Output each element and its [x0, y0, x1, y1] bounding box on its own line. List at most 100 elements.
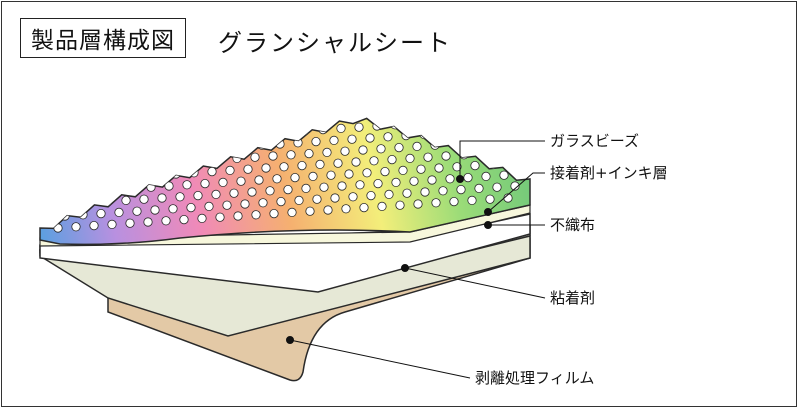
glass-bead — [114, 207, 124, 217]
glass-bead — [272, 174, 282, 184]
glass-beads-dot — [456, 175, 464, 183]
glass-bead — [355, 180, 365, 190]
glass-bead — [441, 151, 451, 161]
release-film-dot — [286, 336, 294, 344]
glass-bead — [254, 175, 264, 185]
glass-bead — [434, 163, 444, 173]
glass-bead — [143, 217, 153, 227]
glass-bead — [258, 198, 268, 208]
glass-bead — [430, 140, 440, 150]
glass-bead — [305, 206, 315, 216]
glass-bead — [383, 132, 393, 142]
glass-bead — [161, 216, 171, 226]
glass-bead — [456, 185, 466, 195]
glass-bead — [171, 169, 181, 179]
glass-bead — [412, 141, 422, 151]
glass-bead — [527, 122, 530, 132]
glass-bead — [337, 181, 347, 191]
glass-bead — [348, 192, 358, 202]
glass-bead — [455, 127, 465, 137]
glass-bead — [233, 211, 243, 221]
glass-bead — [330, 193, 340, 203]
glass-bead — [117, 173, 127, 183]
glass-bead — [246, 129, 256, 139]
glass-beads-layer — [39, 117, 531, 246]
glass-bead — [535, 111, 543, 119]
glass-bead — [132, 206, 142, 216]
glass-bead — [146, 182, 156, 192]
glass-bead — [517, 169, 527, 179]
glass-bead — [149, 147, 159, 157]
glass-bead — [196, 156, 206, 166]
glass-bead — [167, 146, 177, 156]
glass-bead — [467, 195, 477, 205]
glass-bead — [279, 162, 289, 172]
glass-bead — [228, 131, 238, 141]
glass-bead — [473, 126, 483, 136]
glass-bead — [264, 128, 274, 138]
glass-bead — [290, 173, 300, 183]
label-nonwoven: 不織布 — [550, 216, 595, 234]
glass-bead — [186, 203, 196, 213]
glass-bead — [470, 161, 480, 171]
glass-bead — [124, 161, 134, 171]
glass-bead — [193, 191, 203, 201]
glass-bead — [157, 193, 167, 203]
glass-bead — [409, 176, 419, 186]
glass-bead — [300, 126, 310, 136]
glass-bead — [179, 215, 189, 225]
glass-bead — [81, 175, 91, 185]
glass-bead — [362, 168, 372, 178]
glass-bead — [88, 163, 98, 173]
glass-bead — [95, 151, 105, 161]
glass-bead — [318, 125, 328, 135]
glass-bead — [449, 197, 459, 207]
glass-bead — [125, 218, 135, 228]
glass-bead — [532, 146, 540, 154]
glass-bead — [380, 167, 390, 177]
glass-bead — [376, 144, 386, 154]
glass-bead — [431, 198, 441, 208]
glass-bead — [301, 183, 311, 193]
glass-bead — [121, 195, 131, 205]
glass-bead — [211, 189, 221, 199]
glass-bead — [437, 128, 447, 138]
glass-bead — [329, 135, 339, 145]
label-release-film: 剥離処理フィルム — [475, 369, 594, 387]
glass-bead — [110, 185, 120, 195]
glass-bead — [200, 179, 210, 189]
glass-bead — [240, 199, 250, 209]
glass-bead — [426, 118, 436, 128]
glass-bead — [102, 139, 112, 149]
glass-bead — [221, 143, 231, 153]
glass-bead — [402, 188, 412, 198]
glass-bead — [282, 127, 292, 137]
glass-bead — [150, 205, 160, 215]
glass-bead — [398, 165, 408, 175]
glass-bead — [89, 221, 99, 231]
glass-bead — [366, 191, 376, 201]
glass-bead — [239, 141, 249, 151]
glass-bead — [268, 151, 278, 161]
glass-bead — [225, 165, 235, 175]
glass-bead — [462, 118, 472, 125]
glass-bead — [53, 223, 63, 233]
glass-bead — [427, 175, 437, 185]
glass-bead — [394, 143, 404, 153]
glass-bead — [405, 153, 415, 163]
glass-bead — [74, 187, 84, 197]
glass-bead — [294, 195, 304, 205]
glass-bead — [365, 133, 375, 143]
glass-bead — [480, 118, 490, 124]
nonwoven-dot — [484, 221, 492, 229]
glass-bead — [113, 150, 123, 160]
glass-bead — [229, 188, 239, 198]
glass-bead — [156, 135, 166, 145]
glass-bead — [218, 177, 228, 187]
glass-bead — [510, 181, 520, 191]
glass-bead — [185, 145, 195, 155]
glass-bead — [275, 139, 285, 149]
glass-bead — [175, 192, 185, 202]
glass-bead — [131, 149, 141, 159]
